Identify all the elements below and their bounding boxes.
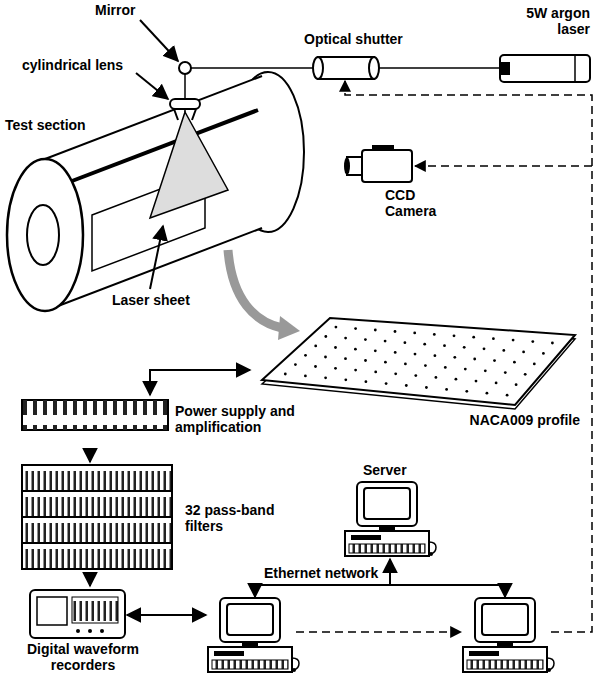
recorders-node: Digital waveform recorders [5,586,190,677]
server-node: Server [335,462,445,562]
camera-node: CCD Camera [340,140,455,230]
component-label: 5W argon laser [495,5,590,37]
signal-connector [150,370,250,395]
network-lines [127,559,510,615]
part-label: Mirror [95,2,135,18]
part-label: Ethernet network [262,565,380,581]
naca-plate [262,318,575,409]
filter-racks [22,465,172,569]
view-arrow [228,250,300,340]
laser-node: 5W argon laser [485,5,600,51]
workstation [208,598,299,672]
waveform-recorder [30,590,125,638]
component-label: CCD Camera [385,187,451,219]
ccd-camera [344,145,412,182]
part-label: Laser sheet [112,292,190,308]
filters-node: 32 pass-band filters [15,462,300,572]
component-label: Optical shutter [304,31,418,47]
component-label: 32 pass-band filters [185,502,295,534]
argon-laser [500,55,590,82]
part-label: cylindrical lens [22,57,123,73]
profile-node: NACA009 profile [250,314,595,450]
optical-shutter [313,57,379,79]
component-label: Server [363,462,433,478]
power-supply-node: Power supply and amplification [15,395,335,450]
power-supply-rack [22,400,168,430]
leader-lines [136,20,178,289]
signal-connector [89,450,91,462]
test-section-tube [7,72,304,311]
component-label: Power supply and amplification [175,403,330,435]
server-computer [345,482,436,556]
component-label: NACA009 profile [450,412,580,428]
control-lines [296,81,592,632]
signal-connector [89,572,91,586]
workstation [463,598,554,672]
component-label: Test section [5,117,125,133]
test-section-node: Test section [0,112,335,312]
shutter-node: Optical shutter [300,25,420,51]
laser-sheet [150,112,228,218]
component-label: Digital waveform recorders [5,641,161,673]
